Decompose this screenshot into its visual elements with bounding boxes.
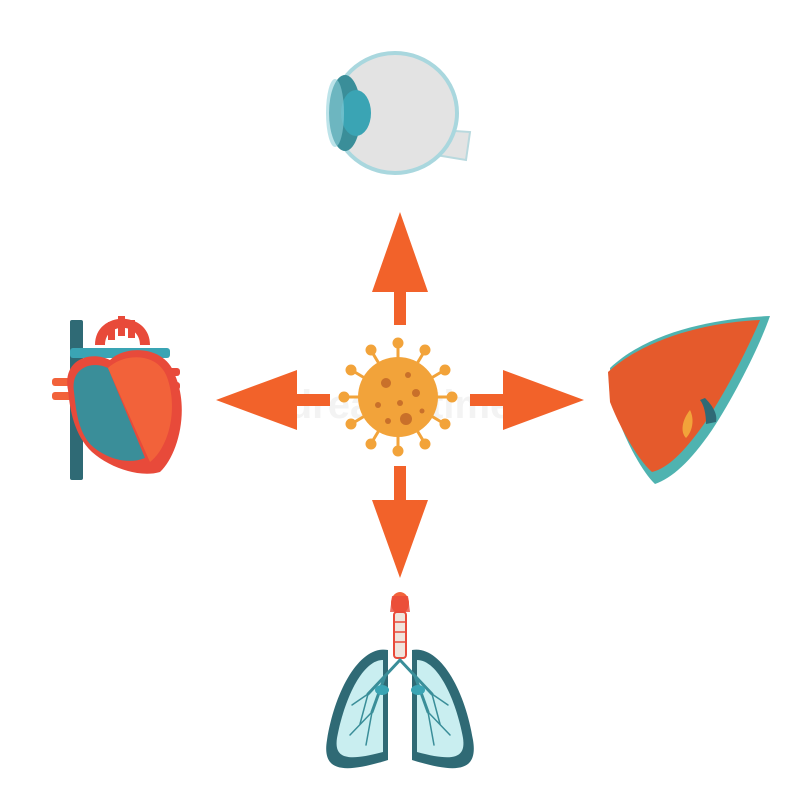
lungs-icon — [326, 592, 474, 769]
virus-icon — [338, 337, 458, 457]
arrow-to-lungs — [372, 466, 428, 578]
eye-icon — [326, 51, 472, 175]
liver-icon — [608, 316, 770, 484]
arrow-to-liver — [470, 370, 584, 430]
heart-icon — [52, 316, 182, 480]
arrow-to-heart — [216, 370, 330, 430]
arrow-to-eye — [372, 212, 428, 325]
arrows — [216, 212, 584, 578]
